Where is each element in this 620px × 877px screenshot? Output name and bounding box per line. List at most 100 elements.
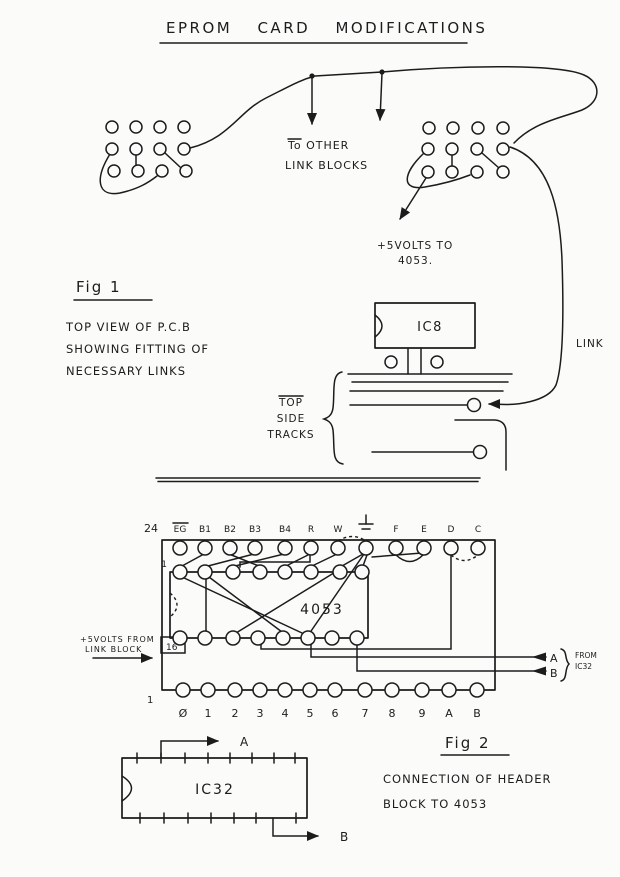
pad-circle: [330, 540, 346, 556]
header-pin-label: B2: [224, 525, 236, 535]
ic32-outline: [121, 757, 308, 819]
ic32-label: IC32: [195, 782, 235, 798]
jumper-link: [164, 152, 181, 168]
pad-circle: [414, 682, 430, 698]
pad-circle: [388, 540, 404, 556]
pad-circle: [200, 682, 216, 698]
bottom-pin-label: 4: [282, 707, 289, 720]
ic8-chip: IC8: [374, 302, 476, 375]
pad-circle: [496, 165, 510, 179]
pad-circle: [252, 682, 268, 698]
pad-circle: [470, 540, 486, 556]
pad-circle: [303, 540, 319, 556]
pad-circle: [445, 165, 459, 179]
brace: [560, 648, 571, 682]
volts-to-label: +5VOLTS TO: [377, 240, 453, 252]
chip-notch: [169, 592, 178, 618]
pad-circle: [469, 682, 485, 698]
bottom-pin-label: 7: [362, 707, 369, 720]
header-pin-label: R: [308, 525, 314, 535]
to-other-label: To OTHER: [287, 139, 349, 152]
header-block-diagram: 24 1 16 1 EG B1 B2 B3 B4 R W F E D C 405…: [144, 514, 547, 720]
bus-wire: [189, 66, 598, 149]
pad-circle: [107, 164, 121, 178]
ic8-notch: [374, 314, 383, 338]
pin-circle: [349, 630, 365, 646]
signal-a-label: A: [550, 652, 558, 665]
bottom-pin-labels: Ø 1 2 3 4 5 6 7 8 9 A B: [179, 707, 481, 720]
pin16-label: 16: [166, 643, 178, 653]
pad-circle: [177, 142, 191, 156]
left-arrow-icon: [532, 666, 546, 676]
left-link-block: [99, 66, 598, 195]
pad-circle: [153, 142, 167, 156]
header-pin-label: B4: [279, 525, 291, 535]
fig2-caption-line2: BLOCK TO 4053: [383, 797, 487, 811]
pin-circle: [225, 630, 241, 646]
pin-circle: [332, 564, 348, 580]
header-pin-labels: EG B1 B2 B3 B4 R W F E D C: [172, 514, 481, 535]
bottom-pin-label: 9: [419, 707, 426, 720]
pad-circle: [446, 121, 460, 135]
ic32-b-label: B: [340, 830, 348, 844]
pin24-label: 24: [144, 522, 158, 535]
chip-4053-outline: [169, 571, 369, 639]
pin-circle: [303, 564, 319, 580]
signal-b-net: [356, 641, 547, 672]
link-label: LINK: [576, 338, 604, 350]
pad-circle: [177, 120, 191, 134]
pad-circle: [197, 540, 213, 556]
header-pin-label: B1: [199, 525, 211, 535]
header-pin-label: D: [448, 525, 455, 535]
ic32-bottom-pins: [139, 812, 297, 824]
pin-circle: [250, 630, 266, 646]
pad-circle: [384, 355, 398, 369]
down-arrow-icon: [375, 72, 386, 121]
volts-to-4053-label: 4053.: [398, 255, 433, 267]
pad-circle: [277, 682, 293, 698]
pin-circle: [172, 630, 188, 646]
pad-circle: [302, 682, 318, 698]
header-pin-label: F: [393, 525, 398, 535]
pad-circle: [472, 444, 488, 460]
ic32-notch: [121, 775, 133, 802]
header-pin-label: B3: [249, 525, 261, 535]
pcb-track-corner: [454, 419, 507, 471]
ground-symbol-icon: [358, 514, 374, 530]
jumper-link: [481, 152, 500, 169]
pad-circle: [470, 165, 484, 179]
pad-circle: [175, 682, 191, 698]
signal-a-net: [310, 641, 547, 658]
pin-circle: [354, 564, 370, 580]
volts-from-link: +5VOLTS FROM LINK BLOCK: [80, 635, 154, 663]
pad-circle: [471, 121, 485, 135]
jumper-loop: [406, 152, 471, 189]
pad-circle: [153, 120, 167, 134]
bottom-pin-label: B: [473, 707, 481, 720]
ic8-label: IC8: [417, 320, 443, 335]
bottom-pin-label: A: [445, 707, 453, 720]
pad-circle: [227, 682, 243, 698]
pad-circle: [384, 682, 400, 698]
pad-circle: [441, 682, 457, 698]
chip-4053-label: 4053: [300, 602, 344, 618]
bottom-pin-label: 3: [257, 707, 264, 720]
pad-circle: [277, 540, 293, 556]
bottom-pin-label: 1: [205, 707, 212, 720]
pad-circle: [129, 120, 143, 134]
volts-from-line2: LINK BLOCK: [85, 645, 142, 654]
bottom-pin-label: 8: [389, 707, 396, 720]
pad-circle: [358, 540, 374, 556]
bottom-pin-label: Ø: [179, 707, 188, 720]
header-pin-label: W: [334, 525, 343, 535]
pin-circle: [300, 630, 316, 646]
ab-from-ic32: A B FROM IC32: [532, 648, 597, 682]
from-ic32-line2: IC32: [575, 662, 592, 671]
pin-circle: [324, 630, 340, 646]
link-blocks-label: LINK BLOCKS: [285, 159, 368, 172]
pad-circle: [179, 164, 193, 178]
bottom-pin-label: 6: [332, 707, 339, 720]
fig1-caption-line3: NECESSARY LINKS: [66, 364, 186, 378]
pad-circle: [430, 355, 444, 369]
